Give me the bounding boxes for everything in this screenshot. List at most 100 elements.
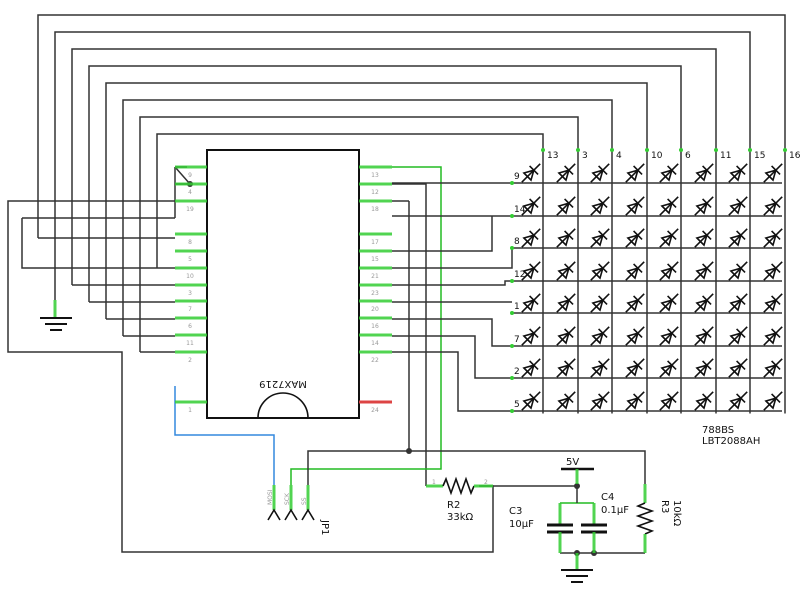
c3-value: 10µF — [509, 519, 534, 530]
wire — [54, 31, 751, 268]
matrix-column-label: 16 — [789, 151, 800, 161]
matrix-row-pin — [510, 246, 514, 250]
jp1-connector-icon — [267, 508, 315, 521]
matrix-column-label: 13 — [547, 151, 558, 161]
led-diode-icon — [521, 261, 541, 281]
matrix-column-pin — [610, 148, 614, 152]
led-diode-icon — [556, 326, 576, 346]
wire — [290, 166, 442, 485]
led-diode-icon — [556, 228, 576, 248]
led-diode-icon — [625, 261, 645, 281]
jp1-header[interactable]: MOSI SCK SS JP1 — [267, 485, 330, 535]
chip-pin-number: 20 — [371, 306, 379, 313]
matrix-row-pin — [510, 376, 514, 380]
r3-name: R3 — [659, 500, 670, 513]
matrix-column-pin — [748, 148, 752, 152]
led-diode-icon — [590, 358, 610, 378]
capacitor-c4[interactable]: C4 0.1µF — [581, 492, 629, 553]
matrix-column-pin — [541, 148, 545, 152]
chip-pin-number: 9 — [188, 172, 192, 179]
led-diode-icon — [659, 391, 679, 411]
chip-label: MAX7219 — [259, 378, 307, 389]
capacitor-c3[interactable]: C3 10µF — [509, 503, 573, 553]
c3-name: C3 — [509, 506, 522, 517]
wire — [71, 48, 717, 285]
wire — [21, 218, 56, 300]
resistor-r2[interactable]: 1 2 R2 33kΩ — [426, 476, 493, 523]
ground-symbol-left — [40, 300, 72, 331]
matrix-row-label: 9 — [514, 172, 520, 182]
chip-pin-number: 2 — [188, 357, 192, 364]
matrix-column-label: 6 — [685, 151, 691, 161]
led-diode-icon — [556, 358, 576, 378]
led-diode-icon — [763, 358, 783, 378]
r2-pin2: 2 — [484, 479, 488, 486]
matrix-row-pin — [510, 311, 514, 315]
wire — [392, 183, 427, 486]
wire — [307, 450, 409, 485]
resistor-r3[interactable]: R3 10kΩ — [635, 484, 682, 553]
matrix-row-label: 1 — [514, 302, 520, 312]
matrix-column-label: 10 — [651, 151, 663, 161]
wires — [7, 14, 786, 556]
led-diode-icon — [556, 196, 576, 216]
chip-pin-number: 3 — [188, 290, 192, 297]
chip-pin-number: 12 — [371, 189, 379, 196]
led-diode-icon — [521, 293, 541, 313]
matrix-row-label: 2 — [514, 367, 520, 377]
led-diode-icon — [659, 228, 679, 248]
led-diode-icon — [659, 196, 679, 216]
led-diode-icon — [556, 391, 576, 411]
led-diode-icon — [763, 391, 783, 411]
chip-pin-number: 17 — [371, 239, 379, 246]
led-diode-icon — [694, 163, 714, 183]
led-diode-icon — [625, 293, 645, 313]
led-diode-icon — [694, 358, 714, 378]
chip-pin-number: 15 — [371, 256, 379, 263]
led-diode-icon — [659, 326, 679, 346]
jp1-label-ss: SS — [301, 497, 308, 505]
jp1-name: JP1 — [319, 519, 330, 535]
matrix-row-pin — [510, 409, 514, 413]
matrix-column-label: 15 — [754, 151, 765, 161]
matrix-column-pin — [576, 148, 580, 152]
vcc-label: 5V — [566, 457, 579, 468]
chip-pin-number: 8 — [188, 239, 192, 246]
led-diode-icon — [763, 261, 783, 281]
wire — [174, 386, 275, 485]
led-diode-icon — [625, 391, 645, 411]
led-diode-icon — [728, 326, 748, 346]
led-diode-icon — [521, 326, 541, 346]
max7219-chip[interactable]: MAX7219 — [206, 149, 360, 419]
led-diode-icon — [728, 163, 748, 183]
wire — [408, 201, 646, 484]
matrix-row-label: 7 — [514, 335, 520, 345]
vcc-5v: 5V — [561, 457, 594, 484]
chip-pin-number: 7 — [188, 306, 192, 313]
c4-name: C4 — [601, 492, 614, 503]
matrix-column-pin — [645, 148, 649, 152]
chip-pin-number: 14 — [371, 340, 379, 347]
led-diode-icon — [728, 261, 748, 281]
wire — [392, 280, 512, 286]
chip-pin-number: 19 — [186, 206, 194, 213]
chip-pin-number: 6 — [188, 323, 192, 330]
matrix-name: 788BS — [702, 425, 734, 436]
wire — [139, 116, 579, 352]
ground-symbol-bottom — [561, 553, 593, 583]
wire — [392, 351, 512, 412]
led-diode-icon — [590, 196, 610, 216]
led-diode-icon — [694, 196, 714, 216]
led-diode-icon — [556, 163, 576, 183]
led-diode-icon — [694, 228, 714, 248]
wire — [392, 335, 512, 379]
matrix-row-label: 8 — [514, 237, 520, 247]
led-diode-icon — [590, 293, 610, 313]
led-diode-icon — [625, 196, 645, 216]
c4-value: 0.1µF — [601, 505, 629, 516]
led-diode-icon — [590, 261, 610, 281]
led-diode-icon — [625, 163, 645, 183]
led-diode-icon — [521, 228, 541, 248]
